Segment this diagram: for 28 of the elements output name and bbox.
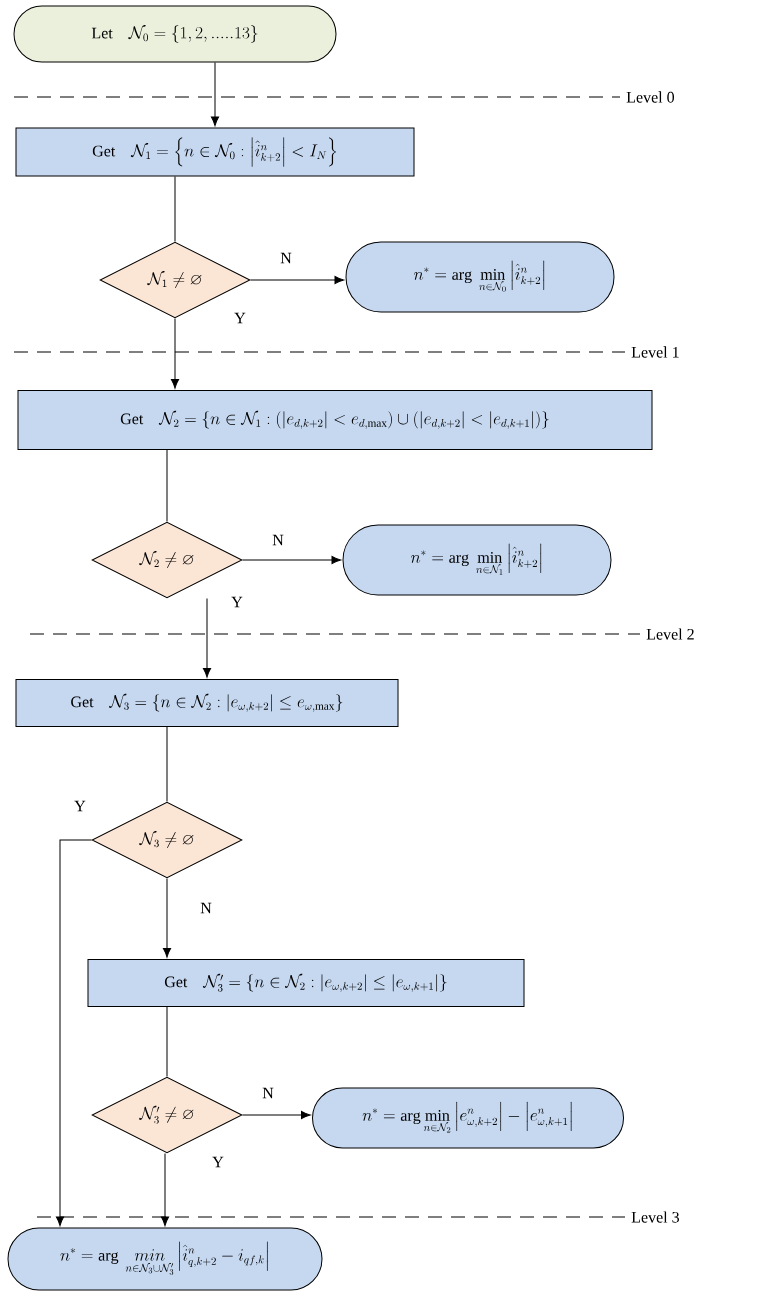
terminal-box: $n^* = \arg\min_{n \in \mathcal{N}_2} \left| e^{n}_{\omega,k+2} \right| - \left| e^{n}_{\omega,k+1} \right|$ — [312, 1087, 624, 1149]
level-label: Level 2 — [646, 628, 694, 640]
arrow — [55, 839, 92, 1227]
process-box: Get $\mathcal{N}'_3 = \{ n \in \mathcal{N}_2 : |e_{\omega,k+2}| \leq |e_{\omega,k+1}| \}$ — [87, 959, 525, 1007]
edge-label: Y — [211, 1155, 225, 1169]
edge-label: N — [271, 533, 285, 547]
terminal-box: $n^* = \arg\ \min_{n \in \mathcal{N}_0} \left| \hat{i}^{n}_{k+2} \right|$ — [345, 241, 615, 313]
arrow — [242, 555, 342, 565]
arrow — [250, 275, 345, 285]
edge-label: N — [279, 251, 293, 265]
terminal-box: $n^* = \arg\ \mathop{min}_{n \in \mathcal{N}_3 \cup \mathcal{N}'_3} \left| \hat{i}^{n}_{q,k+2} - i_{qf,k} \right|$ — [7, 1227, 323, 1291]
arrow — [242, 1110, 311, 1120]
edge-label: N — [261, 1086, 275, 1100]
process-box: Get $\mathcal{N}_3 = \{ n \in \mathcal{N}_2 : |e_{\omega,k+2}| \leq e_{\omega,\max} \}$ — [15, 679, 399, 727]
arrow — [202, 598, 212, 678]
process-box: Get $\mathcal{N}_1 = \left\{ n \in \mathcal{N}_0 : \left| \hat{i}^{n}_{k+2} \right| < I_N \right\}$ — [15, 127, 415, 177]
level-label: Level 3 — [631, 1211, 679, 1223]
terminal-box: Let $\mathcal{N}_0 = \{1, 2, .....13\}$ — [13, 5, 337, 63]
process-box: Get $\mathcal{N}_2 = \{ n \in \mathcal{N}_1 : (|e_{d,k+2}| < e_{d,\max}) \cup (|e_{d,k+2}| < |e_{d,k+1}|) \}$ — [17, 390, 653, 450]
arrow — [170, 318, 180, 389]
edge-label: N — [199, 901, 213, 915]
arrow — [162, 878, 172, 958]
arrow — [160, 1153, 170, 1227]
terminal-box: $n^* = \arg\ \min_{n \in \mathcal{N}_1} \left| \hat{i}^{n}_{k+2} \right|$ — [342, 524, 612, 596]
arrow — [210, 62, 220, 127]
level-label: Level 0 — [626, 91, 674, 103]
edge-label: Y — [73, 799, 87, 813]
level-label: Level 1 — [631, 346, 679, 358]
